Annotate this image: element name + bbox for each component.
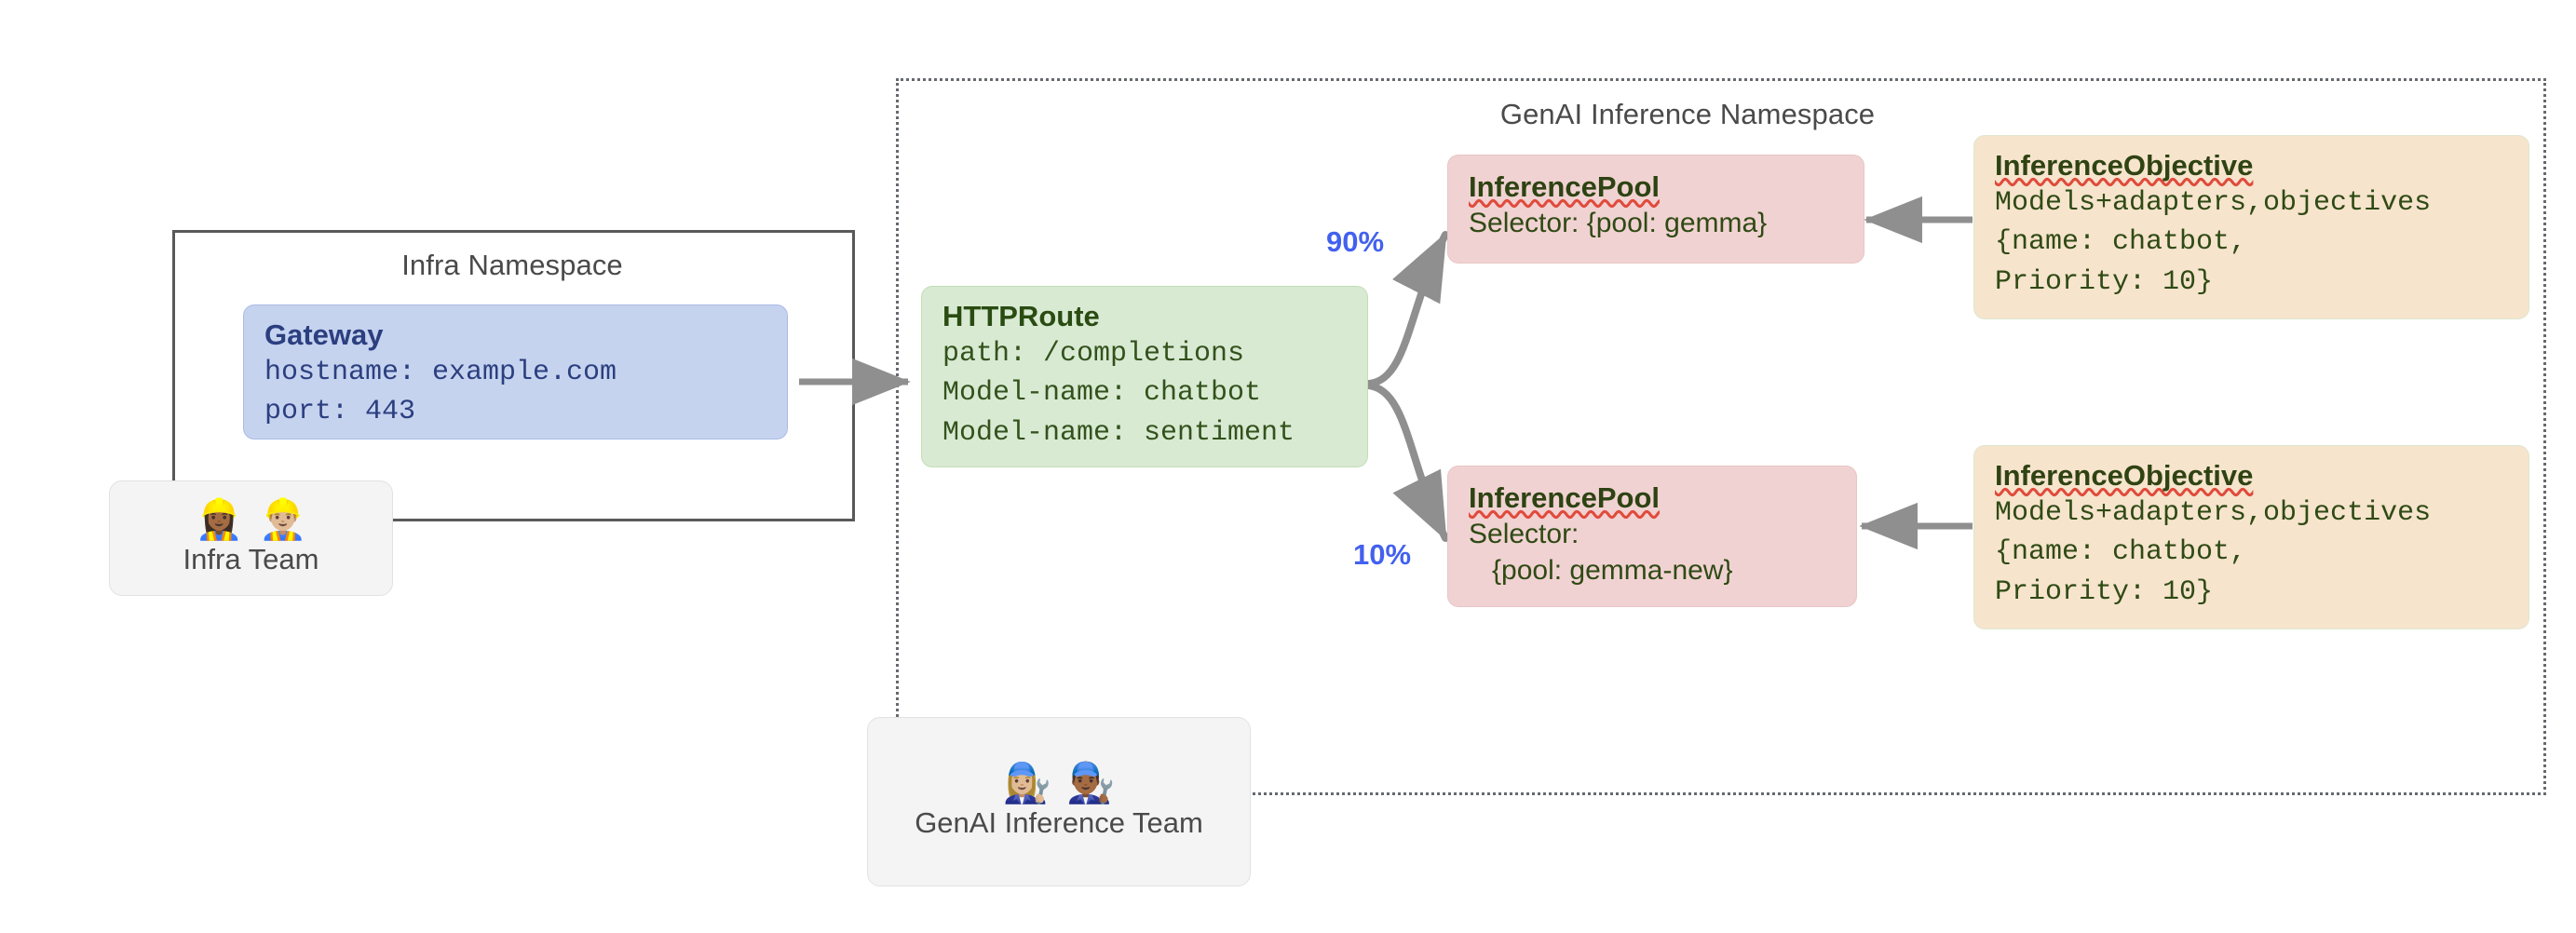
genai-inference-team-chip[interactable]: 👩🏼‍🔧👨🏾‍🔧 GenAI Inference Team [867, 717, 1251, 886]
inferencepool-gemma-kind-label: InferencePool [1469, 170, 1660, 203]
infra-team-label: Infra Team [183, 543, 319, 575]
gateway-kind-label: Gateway [264, 318, 384, 351]
genai-inference-team-emoji-icons: 👩🏼‍🔧👨🏾‍🔧 [1002, 761, 1131, 805]
inferenceobjective-bottom-kind-label: InferenceObjective [1995, 459, 2254, 492]
traffic-weight-90: 90% [1326, 225, 1385, 258]
inferenceobjective-top-models-line: Models+adapters,objectives [1995, 186, 2432, 219]
inferenceobjective-top-kind-label: InferenceObjective [1995, 149, 2254, 182]
gateway-card[interactable]: Gateway hostname: example.com port: 443 [243, 304, 788, 439]
inferencepool-gemma-selector-line: Selector: {pool: gemma} [1469, 207, 1768, 238]
gateway-port-line: port: 443 [264, 396, 416, 428]
inferenceobjective-top-card[interactable]: InferenceObjective Models+adapters,objec… [1973, 135, 2529, 319]
httproute-kind-label: HTTPRoute [942, 300, 1100, 332]
infra-team-emoji-icons: 👷🏾‍♀️👷🏼‍♂️ [195, 497, 322, 541]
inferencepool-gemma-card[interactable]: InferencePool Selector: {pool: gemma} [1447, 155, 1864, 264]
genai-inference-team-label: GenAI Inference Team [915, 806, 1203, 839]
infra-namespace-title: Infra Namespace [401, 249, 623, 281]
inferenceobjective-bottom-models-line: Models+adapters,objectives [1995, 496, 2432, 529]
httproute-path-line: path: /completions [942, 337, 1245, 370]
httproute-card[interactable]: HTTPRoute path: /completions Model-name:… [921, 286, 1368, 467]
genai-inference-namespace-container [896, 78, 2546, 795]
traffic-weight-10: 10% [1353, 538, 1412, 571]
inferencepool-gemma-new-card[interactable]: InferencePool Selector: {pool: gemma-new… [1447, 466, 1857, 607]
inferencepool-gemma-new-selector-line: Selector: [1469, 518, 1579, 549]
genai-inference-namespace-title: GenAI Inference Namespace [1499, 98, 1876, 130]
httproute-model-name-sentiment-line: Model-name: sentiment [942, 417, 1295, 450]
infra-team-chip[interactable]: 👷🏾‍♀️👷🏼‍♂️ Infra Team [109, 480, 393, 596]
inferenceobjective-bottom-priority-line: Priority: 10} [1995, 576, 2214, 609]
inferencepool-gemma-new-kind-label: InferencePool [1469, 481, 1660, 514]
httproute-model-name-chatbot-line: Model-name: chatbot [942, 377, 1262, 410]
inferenceobjective-bottom-card[interactable]: InferenceObjective Models+adapters,objec… [1973, 445, 2529, 629]
inferenceobjective-top-priority-line: Priority: 10} [1995, 266, 2214, 299]
gateway-hostname-line: hostname: example.com [264, 356, 617, 388]
inferenceobjective-top-name-line: {name: chatbot, [1995, 226, 2247, 259]
inferencepool-gemma-new-selector-value-line: {pool: gemma-new} [1469, 555, 1733, 587]
inferenceobjective-bottom-name-line: {name: chatbot, [1995, 536, 2247, 569]
